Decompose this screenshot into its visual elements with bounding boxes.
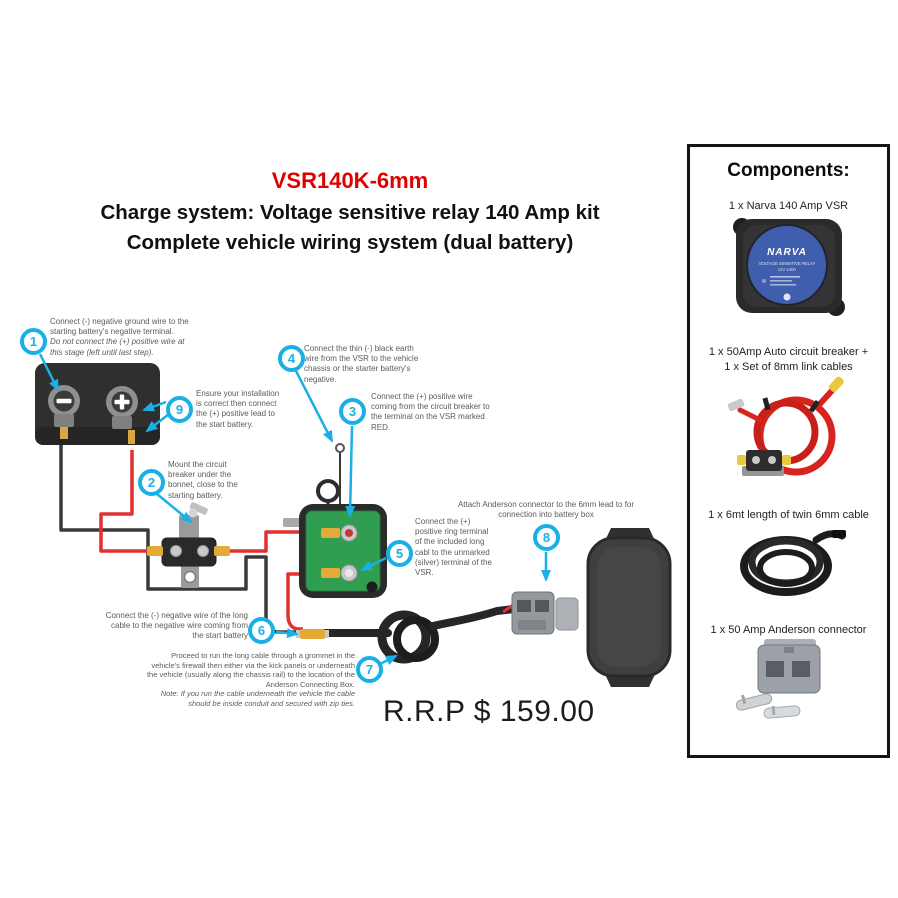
anderson-connector-diagram xyxy=(511,591,579,635)
arrow-step-5 xyxy=(360,556,387,572)
arrow-step-6 xyxy=(275,628,299,639)
arrow-step-1 xyxy=(38,353,60,392)
arrow-step-4 xyxy=(294,370,334,443)
ring-terminal-icon xyxy=(335,443,345,453)
circuit-breaker xyxy=(147,502,230,588)
inline-connector xyxy=(296,629,329,639)
diagram-graphics xyxy=(35,353,672,687)
component-image-anderson xyxy=(735,639,820,720)
wire-loop xyxy=(316,479,340,503)
component-label-anderson: 1 x 50 Amp Anderson connector xyxy=(710,624,867,637)
component-image-vsr: NARVA VOLTAGE SENSITIVE RELAY 12V 140A xyxy=(732,218,845,317)
callout-1: 1 xyxy=(20,328,47,355)
price: R.R.P $ 159.00 xyxy=(383,695,595,728)
callout-6: 6 xyxy=(248,617,275,644)
component-image-breaker-cables xyxy=(727,376,844,476)
component-label-breaker-line2: 1 x Set of 8mm link cables xyxy=(724,360,853,373)
product-code: VSR140K-6mm xyxy=(271,168,429,193)
components-title: Components: xyxy=(727,160,850,181)
callout-4: 4 xyxy=(278,345,305,372)
header: VSR140K-6mm Charge system: Voltage sensi… xyxy=(0,168,700,258)
components-panel: Components: 1 x Narva 140 Amp VSR NARVA … xyxy=(687,144,890,758)
step-1-text: Connect (-) negative ground wire to the … xyxy=(50,317,189,357)
vsr-label-line2: 12V 140A xyxy=(777,267,796,272)
vsr-relay xyxy=(283,504,387,598)
earth-wire xyxy=(316,443,345,505)
step-5-text: Connect the (+) positive ring terminal o… xyxy=(415,517,492,578)
arrow-step-3 xyxy=(345,425,356,518)
step-7-text: Proceed to run the long cable through a … xyxy=(146,651,355,708)
cable-coil xyxy=(377,610,431,664)
page-title-line1: Charge system: Voltage sensitive relay 1… xyxy=(100,201,600,224)
step-6-text: Connect the (-) negative wire of the lon… xyxy=(105,611,248,641)
component-label-vsr: 1 x Narva 140 Amp VSR xyxy=(728,200,849,212)
callout-8: 8 xyxy=(533,524,560,551)
callout-3: 3 xyxy=(339,398,366,425)
arrow-step-2 xyxy=(156,493,193,524)
step-8-text: Attach Anderson connector to the 6mm lea… xyxy=(457,500,635,520)
callout-9: 9 xyxy=(166,396,193,423)
callout-2: 2 xyxy=(138,469,165,496)
component-image-twin-cable xyxy=(739,530,846,597)
wiring-diagram: Connect (-) negative ground wire to the … xyxy=(20,317,672,708)
step-4-text: Connect the thin (-) black earth wire fr… xyxy=(304,344,419,384)
vsr-brand-text: NARVA xyxy=(767,247,807,258)
vsr-label-line1: VOLTAGE SENSITIVE RELAY xyxy=(758,261,815,266)
step-2-text: Mount the circuit breaker under the bonn… xyxy=(168,460,238,500)
component-label-breaker-line1: 1 x 50Amp Auto circuit breaker + xyxy=(708,346,869,359)
battery-box xyxy=(586,528,672,687)
step-3-text: Connect the (+) positive wire coming fro… xyxy=(371,392,490,432)
callout-7: 7 xyxy=(356,656,383,683)
component-label-twin-cable: 1 x 6mt length of twin 6mm cable xyxy=(708,508,869,521)
start-battery xyxy=(35,363,160,445)
step-9-text: Ensure your installation is correct then… xyxy=(196,389,280,429)
arrow-step-9b xyxy=(145,413,170,433)
arrow-step-9a xyxy=(142,400,167,412)
long-twin-cable xyxy=(320,603,518,664)
callout-5: 5 xyxy=(386,540,413,567)
page-title-line2: Complete vehicle wiring system (dual bat… xyxy=(126,231,574,254)
